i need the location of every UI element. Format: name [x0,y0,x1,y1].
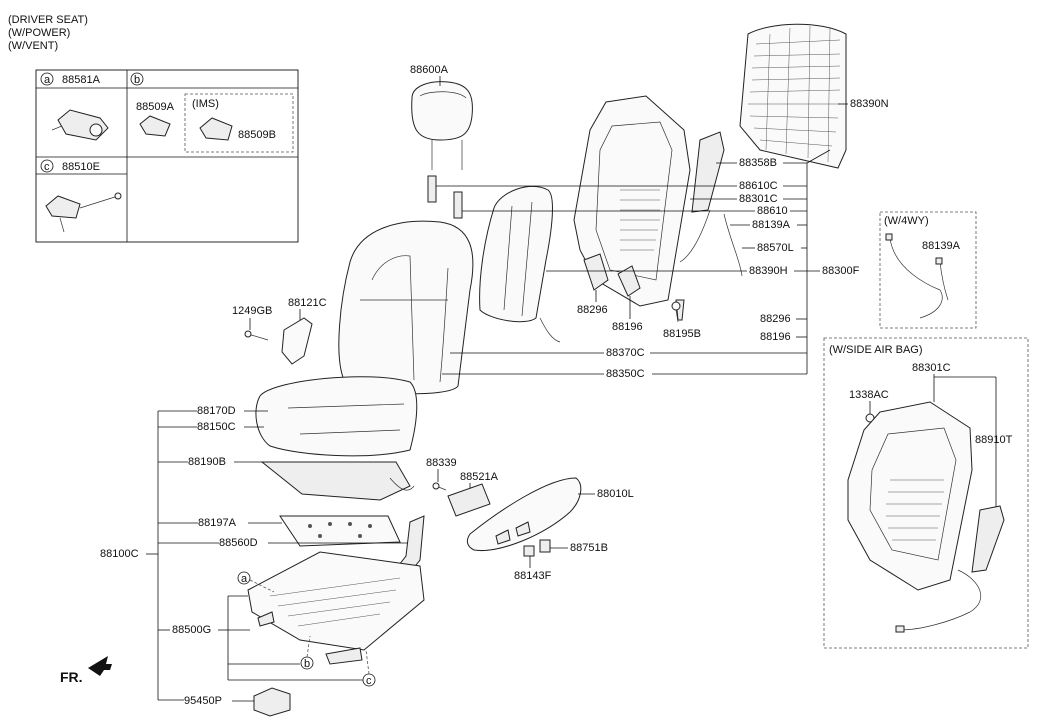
callout-88339: 88339 [426,457,457,469]
marker-a: a [241,573,248,585]
side-airbag-part: 88910T [975,434,1013,446]
back-panel-drawing [739,23,847,169]
seatback-frame-drawing [573,95,743,321]
guides-drawing [427,175,463,219]
module-drawing [253,687,291,717]
callout-88296-b: 88296 [760,313,791,325]
callout-88100C: 88100C [100,548,139,560]
callout-88610: 88610 [757,205,788,217]
marker-b: b [304,658,310,670]
vent-mat-drawing [279,515,401,547]
side-airbag-title: (W/SIDE AIR BAG) [829,344,923,356]
cell-a-letter: a [44,74,51,86]
cushion-drawing [255,376,418,457]
callout-88300F: 88300F [822,265,860,277]
callout-88196-a: 88196 [612,321,643,333]
callout-88196-b: 88196 [760,331,791,343]
callout-88010L: 88010L [597,488,634,500]
side-cover-drawing [244,317,313,365]
callout-88358B: 88358B [739,157,777,169]
switch-drawing [432,482,491,517]
note-vent: (W/VENT) [8,40,58,52]
callout-88500G: 88500G [172,624,211,636]
callout-88170D: 88170D [197,405,236,417]
motor-b-drawing [139,115,171,137]
seatback-cover-drawing [338,220,474,395]
headrest-drawing [411,81,473,170]
note-power: (W/POWER) [8,27,70,39]
callout-88570L: 88570L [757,242,794,254]
cell-a-part: 88581A [62,74,101,86]
front-arrow-icon [88,656,112,676]
callout-88190B: 88190B [188,456,226,468]
callout-88197A: 88197A [198,517,237,529]
callout-88390N: 88390N [850,98,889,110]
callout-88600A: 88600A [410,64,449,76]
callout-88521A: 88521A [460,471,499,483]
four-way-box: (W/4WY) 88139A [879,211,977,329]
cell-b-part: 88509A [136,101,175,113]
callout-88150C: 88150C [197,421,236,433]
callout-88350C: 88350C [606,368,645,380]
front-marker: FR. [60,669,83,685]
callout-88195B: 88195B [663,328,701,340]
callout-1249GB: 1249GB [232,305,272,317]
four-way-title: (W/4WY) [884,215,929,227]
callout-88296-a: 88296 [577,304,608,316]
callout-88751B: 88751B [570,542,608,554]
callout-88139A: 88139A [752,219,791,231]
cell-c-letter: c [44,161,50,173]
side-airbag-frame: 88301C [912,362,951,374]
bolt-drawing [671,301,681,323]
marker-c: c [366,675,372,687]
callout-95450P: 95450P [184,695,222,707]
four-way-harness: 88139A [922,240,961,252]
callout-88143F: 88143F [514,570,552,582]
side-airbag-screw: 1338AC [849,389,889,401]
cell-b-ims-part: 88509B [238,129,276,141]
callout-88610C: 88610C [739,180,778,192]
motor-b-ims-drawing [199,117,233,141]
heater-mat-drawing [260,461,415,501]
callout-88301C: 88301C [739,193,778,205]
cell-b-letter: b [134,74,140,86]
note-driver-seat: (DRIVER SEAT) [8,14,88,26]
callout-88121C: 88121C [288,297,327,309]
cell-c-part: 88510E [62,161,100,173]
callout-88390H: 88390H [749,265,788,277]
seatback-pad-drawing [479,185,561,343]
callout-88560D: 88560D [219,537,258,549]
side-shield-drawing [466,477,582,552]
knobs-drawing [523,539,551,557]
motor-a-drawing [51,109,109,141]
cell-b-ims-label: (IMS) [192,98,219,110]
side-airbag-box: (W/SIDE AIR BAG) 88301C 1338AC 88910T [823,337,1029,649]
seat-track-drawing [247,551,425,665]
motor-c-drawing [45,192,122,233]
inset-table: a 88581A b 88509A (IMS) 88509B c 88510E [35,69,299,243]
callout-88370C: 88370C [606,347,645,359]
